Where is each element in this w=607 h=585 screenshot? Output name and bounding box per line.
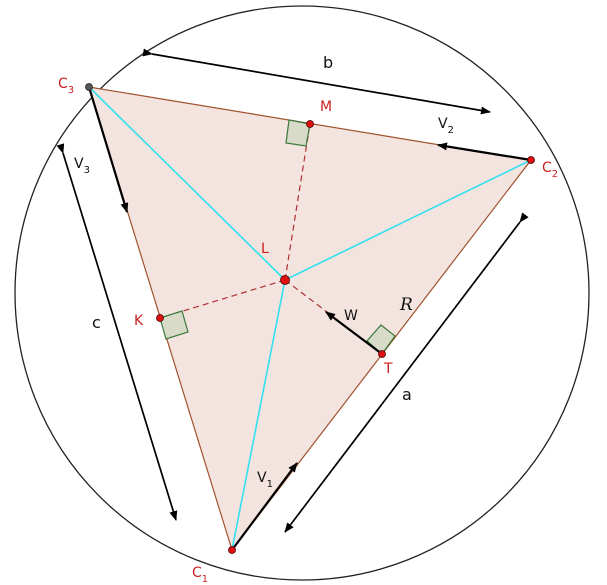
point-c1 [228, 546, 236, 554]
triangle [88, 86, 533, 552]
arrow-a [284, 212, 529, 533]
label-l: L [261, 241, 269, 257]
label-k: K [134, 313, 144, 329]
label-m: M [320, 99, 332, 115]
arrow-b [142, 48, 491, 115]
label-c: c [92, 313, 101, 332]
circumcircle [14, 5, 590, 581]
vector-v2 [437, 142, 532, 162]
label-w: W [344, 308, 358, 324]
vector-v3 [87, 86, 129, 213]
perpendicular-k [159, 279, 286, 319]
label-r: R [399, 295, 413, 315]
label-t: T [383, 361, 393, 377]
label-v2: V2 [438, 116, 454, 136]
cevian-c3 [88, 86, 286, 281]
point-k [156, 314, 164, 322]
point-m [306, 120, 314, 128]
vector-v1 [231, 462, 298, 551]
label-c2: C2 [542, 160, 558, 180]
arrow-c [56, 143, 178, 521]
cevian-c1 [231, 279, 286, 551]
label-c1: C1 [192, 565, 208, 585]
perpendicular-m [284, 123, 311, 281]
label-b: b [323, 53, 333, 72]
label-v3: V3 [74, 156, 90, 176]
point-c2 [527, 156, 535, 164]
point-c3 [85, 83, 93, 91]
vector-w [325, 311, 383, 355]
label-v1: V1 [257, 470, 273, 490]
point-t [378, 350, 386, 358]
label-c3: C3 [58, 76, 74, 96]
point-l [280, 275, 290, 285]
label-a: a [402, 385, 412, 404]
right-angle-m [285, 119, 311, 147]
